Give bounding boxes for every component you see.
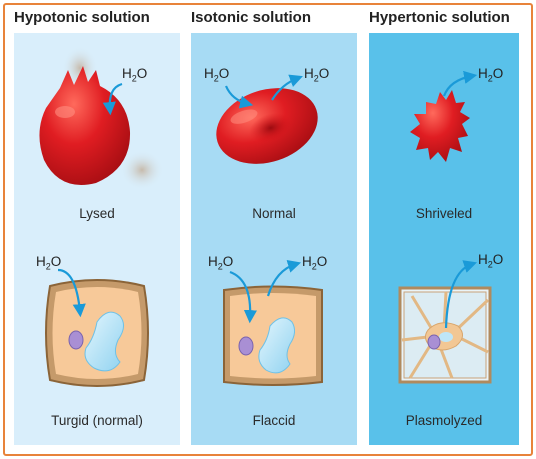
- water-label: H2O: [478, 66, 504, 84]
- normal-label: Normal: [252, 206, 296, 221]
- turgid-label: Turgid (normal): [51, 413, 143, 428]
- flaccid-plant-cell: [223, 285, 323, 386]
- water-label: H2O: [304, 66, 330, 84]
- lysed-red-blood-cell: [39, 46, 164, 190]
- turgid-plant-cell: [45, 279, 149, 387]
- water-label: H2O: [208, 254, 234, 272]
- heading-isotonic: Isotonic solution: [191, 9, 311, 26]
- shriveled-label: Shriveled: [415, 206, 473, 221]
- heading-hypotonic: Hypotonic solution: [14, 9, 150, 26]
- lysed-label: Lysed: [79, 206, 115, 221]
- plasmolyzed-label: Plasmolyzed: [405, 413, 483, 428]
- water-flow-arrows: [57, 70, 478, 329]
- plasmolyzed-plant-cell: [398, 286, 492, 384]
- water-label: H2O: [36, 254, 62, 272]
- figure-frame: [3, 3, 533, 456]
- water-label: H2O: [302, 254, 328, 272]
- water-label: H2O: [122, 66, 148, 84]
- normal-red-blood-cell: [216, 88, 318, 164]
- water-label: H2O: [478, 252, 504, 270]
- water-label: H2O: [204, 66, 230, 84]
- heading-hypertonic: Hypertonic solution: [369, 9, 510, 26]
- shriveled-red-blood-cell: [410, 90, 470, 162]
- flaccid-label: Flaccid: [252, 413, 296, 428]
